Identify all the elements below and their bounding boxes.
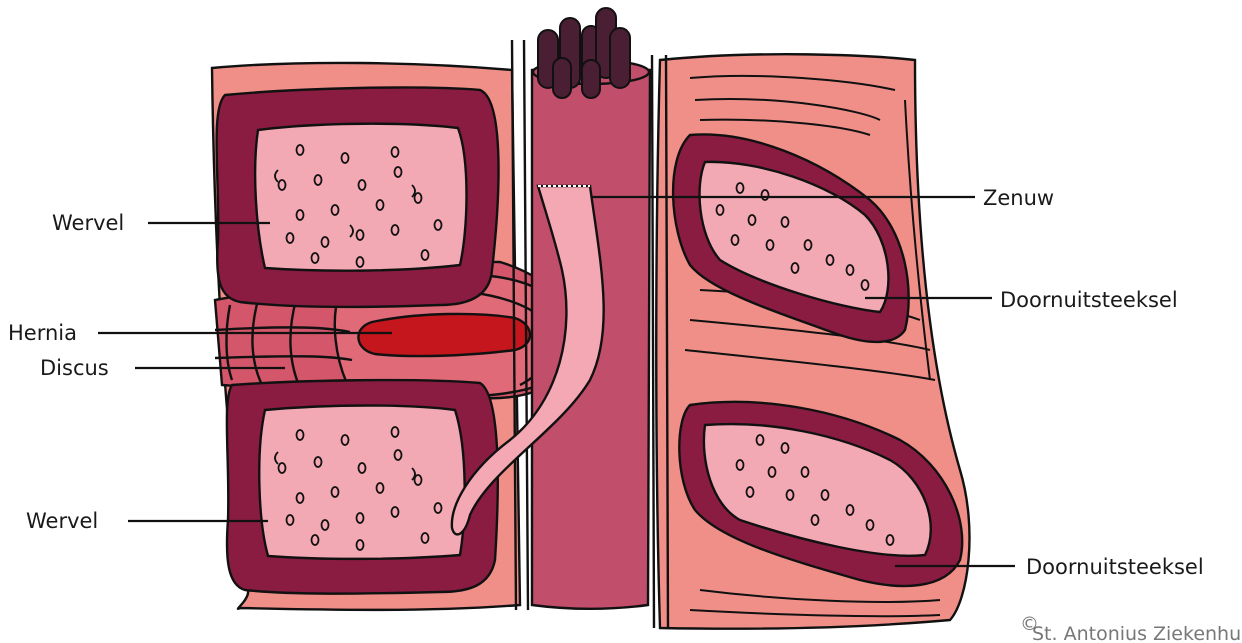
label-discus: Discus [40,356,109,380]
wervel-bottom [227,380,498,594]
label-zenuw: Zenuw [983,186,1054,210]
label-doornuitsteeksel-bottom: Doornuitsteeksel [1026,555,1204,579]
label-wervel-bottom: Wervel [26,509,98,533]
credit-text: St. Antonius Ziekenhuis [1032,623,1242,643]
hernia-shape [358,314,530,356]
nerve-roots [538,8,630,98]
label-hernia: Hernia [8,321,77,345]
label-doornuitsteeksel-top: Doornuitsteeksel [1000,288,1178,312]
wervel-top [217,88,499,307]
label-wervel-top: Wervel [52,211,124,235]
